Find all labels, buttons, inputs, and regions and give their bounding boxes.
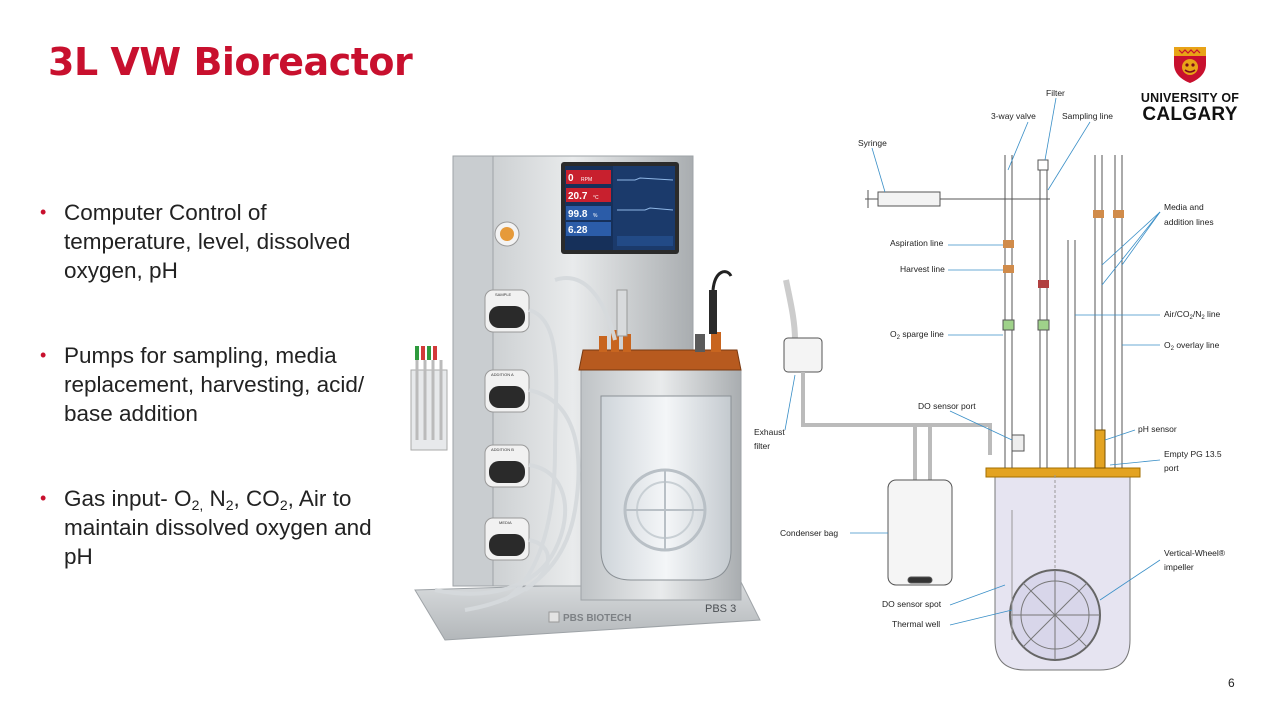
bullet-list: • Computer Control of temperature, level… — [40, 198, 390, 571]
university-logo: UNIVERSITY OF CALGARY — [1140, 44, 1240, 124]
pump-label: ADDITION B — [491, 447, 514, 452]
bioreactor-diagram: Filter 3-way valve Sampling line Syringe… — [754, 88, 1226, 671]
bullet-dot-icon: • — [40, 345, 47, 365]
pump-label: ADDITION A — [491, 372, 514, 377]
label-o2-overlay-line: O2 overlay line — [1164, 340, 1220, 352]
label-exhaust-1: Exhaust — [754, 427, 785, 437]
pump-label: SAMPLE — [495, 292, 512, 297]
exhaust-filter-icon — [783, 337, 823, 373]
bioreactor-photo: 0 RPM 20.7 °C 99.8 % 6.28 SAMPLE ADDITIO… — [410, 155, 761, 641]
bullet-item: • Pumps for sampling, media replacement,… — [40, 341, 390, 428]
condenser-bag-icon — [887, 479, 953, 586]
label-sampling-line: Sampling line — [1062, 111, 1113, 121]
screen-temp-unit: °C — [593, 195, 599, 201]
logo-text-line1: UNIVERSITY OF — [1140, 91, 1240, 105]
screen-do-unit: % — [593, 213, 598, 219]
label-vertical-wheel-1: Vertical-Wheel® — [1164, 548, 1226, 558]
bullet-text: Gas input- O2, N2, CO2, Air to maintain … — [64, 486, 372, 569]
label-3-way-valve: 3-way valve — [991, 111, 1036, 121]
label-o2-sparge-line: O2 sparge line — [890, 329, 944, 341]
ph-sensor-icon — [1094, 429, 1106, 469]
bullet-text: Pumps for sampling, media replacement, h… — [64, 343, 365, 426]
label-thermal-well: Thermal well — [892, 619, 940, 629]
label-empty-pg-2: port — [1164, 463, 1179, 473]
label-media-addition-1: Media and — [1164, 202, 1204, 212]
label-do-sensor-port: DO sensor port — [918, 401, 976, 411]
pump-heads: SAMPLE ADDITION A ADDITION B MEDIA — [484, 289, 530, 561]
screen-temp: 20.7 — [568, 191, 588, 202]
bullet-dot-icon: • — [40, 202, 47, 222]
logo-text-line2: CALGARY — [1142, 104, 1238, 125]
screen-ph: 6.28 — [568, 225, 588, 236]
label-filter: Filter — [1046, 88, 1065, 98]
label-condenser-bag: Condenser bag — [780, 528, 838, 538]
screen-do: 99.8 — [568, 209, 588, 220]
label-harvest-line: Harvest line — [900, 264, 945, 274]
slide-title: 3L VW Bioreactor — [48, 40, 413, 84]
syringe-icon — [877, 191, 941, 207]
page-number: 6 — [1228, 676, 1235, 690]
pump-label: MEDIA — [499, 520, 512, 525]
label-air-co2-n2-line: Air/CO2/N2 line — [1164, 309, 1221, 321]
label-do-sensor-spot: DO sensor spot — [882, 599, 942, 609]
label-vertical-wheel-2: impeller — [1164, 562, 1194, 572]
label-ph-sensor: pH sensor — [1138, 424, 1177, 434]
brand-label: PBS BIOTECH — [563, 613, 631, 624]
label-exhaust-2: filter — [754, 441, 770, 451]
bullet-item: • Gas input- O2, N2, CO2, Air to maintai… — [40, 484, 390, 571]
bullet-text: Computer Control of temperature, level, … — [64, 200, 351, 283]
model-label: PBS 3 — [705, 603, 736, 615]
label-media-addition-2: addition lines — [1164, 217, 1214, 227]
label-empty-pg-1: Empty PG 13.5 — [1164, 449, 1222, 459]
shield-crest-icon — [1174, 47, 1206, 83]
label-syringe: Syringe — [858, 138, 887, 148]
bullet-item: • Computer Control of temperature, level… — [40, 198, 390, 285]
screen-rpm-unit: RPM — [581, 177, 592, 183]
bullet-dot-icon: • — [40, 488, 47, 508]
label-aspiration-line: Aspiration line — [890, 238, 944, 248]
screen-rpm: 0 — [568, 173, 574, 184]
vessel-lid — [985, 467, 1141, 478]
